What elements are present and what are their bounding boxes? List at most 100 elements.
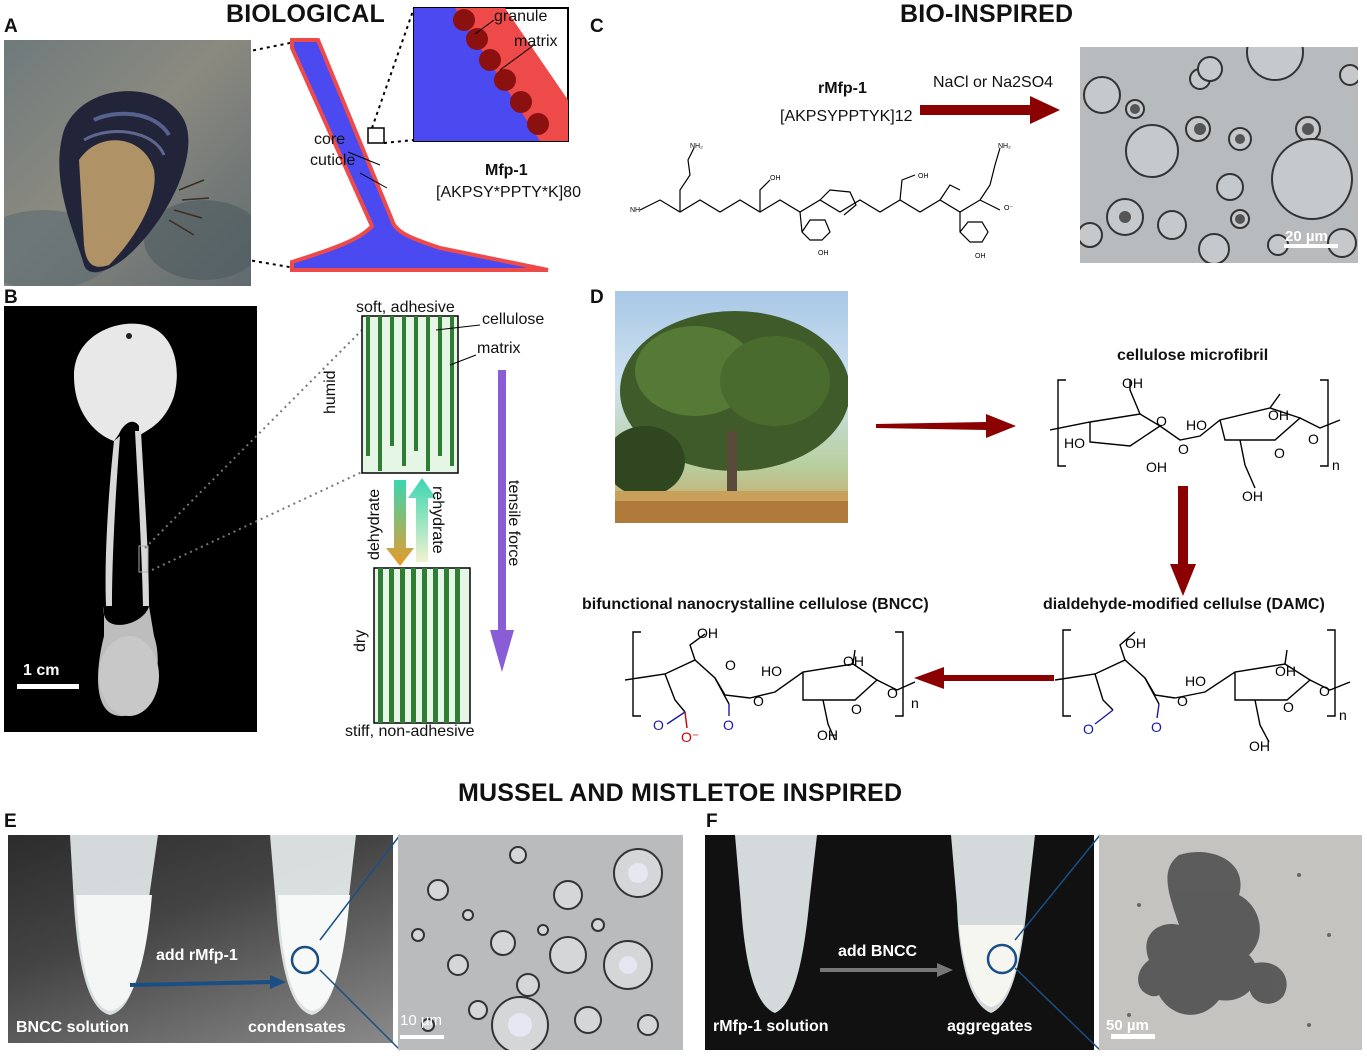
svg-text:O: O bbox=[1178, 441, 1189, 457]
svg-text:OH: OH bbox=[770, 175, 781, 182]
granule-inset bbox=[413, 7, 569, 142]
svg-text:OH: OH bbox=[1242, 488, 1263, 504]
inset-granule-label: granule bbox=[494, 8, 548, 25]
rehydrate-arrow bbox=[408, 478, 436, 562]
svg-text:O: O bbox=[887, 685, 898, 701]
rmfp1-structure: NH NH₂ OH OH OH OH NH₂ O⁻ bbox=[630, 143, 1013, 260]
svg-text:NH: NH bbox=[630, 207, 640, 214]
svg-text:OH: OH bbox=[1125, 635, 1146, 651]
svg-text:HO: HO bbox=[1186, 417, 1207, 433]
dry-label: dry bbox=[352, 629, 369, 652]
panel-letter-c: C bbox=[590, 16, 604, 37]
coacervate-micrograph: 20 µm bbox=[1080, 47, 1358, 263]
damc-to-bncc-arrow bbox=[914, 667, 1054, 689]
svg-text:O: O bbox=[851, 701, 862, 717]
svg-text:OH: OH bbox=[918, 173, 929, 180]
cellulose-microfibril-title: cellulose microfibril bbox=[1117, 347, 1269, 364]
mfp1-label: Mfp-1 bbox=[485, 162, 528, 179]
svg-text:O: O bbox=[1319, 683, 1330, 699]
tree-to-cellulose-arrow bbox=[876, 414, 1016, 438]
humid-label: humid bbox=[322, 370, 339, 414]
mussel-photo bbox=[4, 40, 251, 286]
byssus-diagram bbox=[250, 7, 569, 272]
svg-text:NH₂: NH₂ bbox=[998, 143, 1011, 150]
mfp1-sequence: [AKPSY*PPTY*K]80 bbox=[436, 184, 581, 201]
panel-letter-a: A bbox=[4, 16, 18, 37]
aggregates-label: aggregates bbox=[947, 1018, 1033, 1035]
tree-photo bbox=[615, 291, 848, 523]
svg-text:O: O bbox=[1274, 445, 1285, 461]
svg-text:OH: OH bbox=[697, 625, 718, 641]
rmfp1-solution-label: rMfp-1 solution bbox=[713, 1018, 829, 1035]
title-mussel-mistletoe: MUSSEL AND MISTLETOE INSPIRED bbox=[458, 779, 903, 807]
svg-text:O⁻: O⁻ bbox=[681, 729, 699, 745]
svg-text:OH: OH bbox=[818, 250, 829, 257]
panel-letter-e: E bbox=[4, 811, 17, 832]
title-bioinspired: BIO-INSPIRED bbox=[900, 0, 1074, 28]
byssus-thread bbox=[290, 38, 549, 272]
svg-text:O: O bbox=[723, 717, 734, 733]
svg-text:HO: HO bbox=[1185, 673, 1206, 689]
damc-title: dialdehyde-modified cellulse (DAMC) bbox=[1043, 596, 1325, 613]
zoom-lines-e bbox=[319, 834, 401, 1051]
rmfp1-sequence: [AKPSYPPTYK]12 bbox=[780, 108, 913, 125]
inset-matrix-label: matrix bbox=[514, 33, 558, 50]
core-label: core bbox=[314, 131, 346, 148]
salt-label: NaCl or Na2SO4 bbox=[933, 74, 1054, 91]
condensate-micrograph: 10 µm bbox=[398, 835, 683, 1050]
dehydrate-arrow bbox=[386, 480, 414, 566]
svg-text:OH: OH bbox=[975, 253, 986, 260]
svg-text:O: O bbox=[725, 657, 736, 673]
svg-text:OH: OH bbox=[817, 727, 838, 743]
svg-text:OH: OH bbox=[843, 653, 864, 669]
bncc-title: bifunctional nanocrystalline cellulose (… bbox=[582, 596, 929, 613]
svg-text:O: O bbox=[1156, 413, 1167, 429]
svg-text:O: O bbox=[1177, 693, 1188, 709]
svg-text:n: n bbox=[1339, 707, 1347, 723]
cuticle-label: cuticle bbox=[310, 152, 356, 169]
matrix-label: matrix bbox=[477, 340, 521, 357]
svg-text:O: O bbox=[653, 717, 664, 733]
add-rmfp1-label: add rMfp-1 bbox=[156, 947, 238, 964]
svg-text:n: n bbox=[911, 695, 919, 711]
svg-text:O: O bbox=[1283, 699, 1294, 715]
scale-bar-1cm-label: 1 cm bbox=[23, 662, 60, 679]
tensile-force-arrow bbox=[490, 370, 514, 672]
svg-text:OH: OH bbox=[1268, 407, 1289, 423]
cellulose-label: cellulose bbox=[482, 311, 545, 328]
add-bncc-label: add BNCC bbox=[838, 943, 918, 960]
salt-arrow bbox=[920, 96, 1060, 124]
svg-text:OH: OH bbox=[1122, 375, 1143, 391]
svg-text:OH: OH bbox=[1249, 738, 1270, 754]
svg-text:O: O bbox=[1083, 721, 1094, 737]
rmfp1-label: rMfp-1 bbox=[818, 80, 867, 97]
rehydrate-label: rehydrate bbox=[429, 486, 446, 554]
panel-letter-d: D bbox=[590, 287, 604, 308]
rmfp1-tubes-photo: add BNCC rMfp-1 solution aggregates bbox=[705, 835, 1094, 1050]
svg-text:O⁻: O⁻ bbox=[1004, 205, 1013, 212]
panel-letter-b: B bbox=[4, 287, 18, 308]
svg-text:HO: HO bbox=[761, 663, 782, 679]
fiber-diagram bbox=[144, 315, 514, 724]
dehydrate-label: dehydrate bbox=[366, 488, 383, 560]
soft-adhesive-label: soft, adhesive bbox=[356, 299, 455, 316]
tensile-force-label: tensile force bbox=[505, 480, 522, 567]
scale-bar-20um-label: 20 µm bbox=[1285, 228, 1328, 245]
stiff-label: stiff, non-adhesive bbox=[345, 723, 475, 740]
svg-text:NH₂: NH₂ bbox=[690, 143, 703, 150]
svg-text:n: n bbox=[1332, 457, 1340, 473]
cellulose-to-damc-arrow bbox=[1170, 486, 1196, 596]
svg-text:HO: HO bbox=[1064, 435, 1085, 451]
svg-text:OH: OH bbox=[1146, 459, 1167, 475]
aggregate-micrograph: 50 µm bbox=[1099, 835, 1362, 1050]
svg-text:O: O bbox=[753, 693, 764, 709]
zoom-lines-f bbox=[1014, 834, 1101, 1051]
bncc-solution-label: BNCC solution bbox=[16, 1019, 129, 1036]
mistletoe-seed-photo: 1 cm bbox=[4, 306, 257, 732]
scale-bar-10um-label: 10 µm bbox=[400, 1012, 442, 1029]
title-biological: BIOLOGICAL bbox=[226, 0, 385, 28]
panel-letter-f: F bbox=[706, 811, 718, 832]
